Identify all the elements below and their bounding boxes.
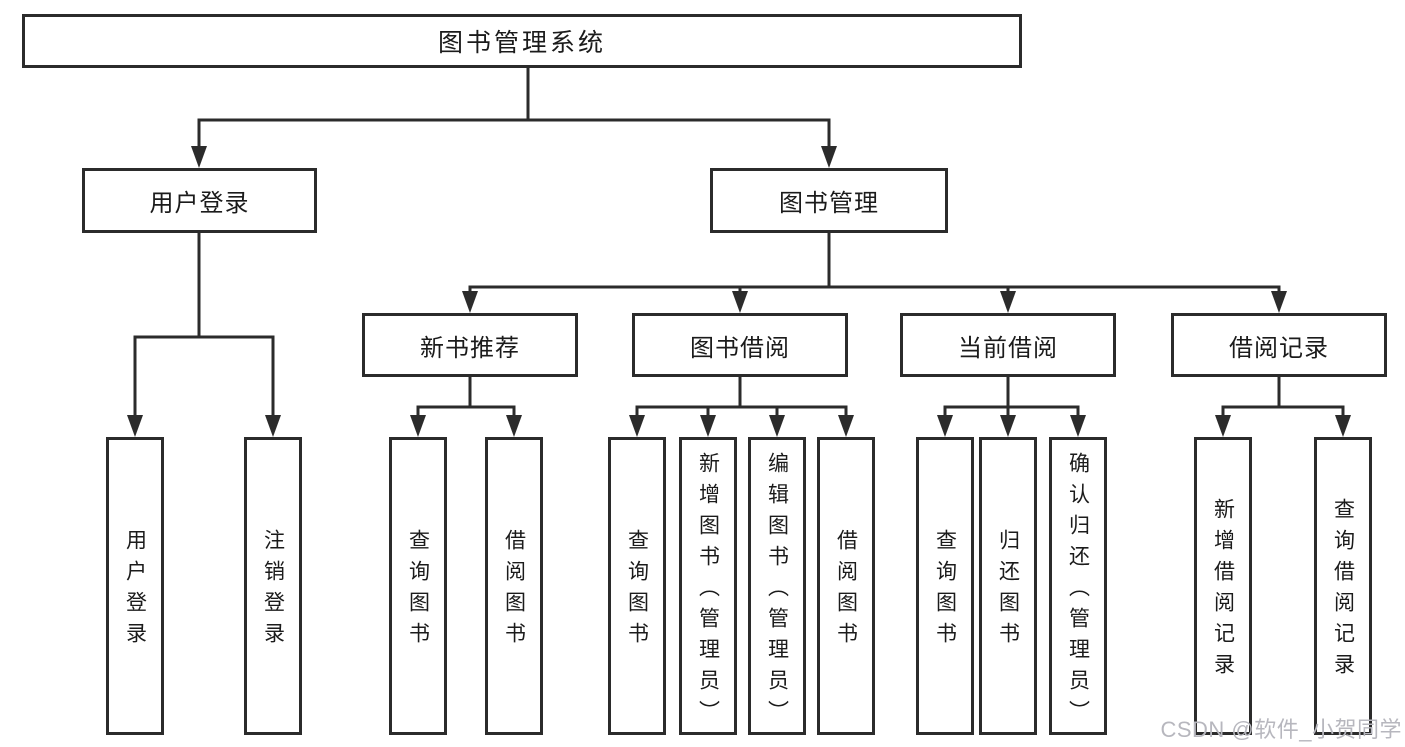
leaf-logout: 注销登录 [244, 437, 302, 735]
node-borrowing-records: 借阅记录 [1171, 313, 1387, 377]
node-book-borrowing: 图书借阅 [632, 313, 848, 377]
csdn-watermark: CSDN @软件_小贺同学 [1160, 717, 1402, 742]
connector-borrow-to-leaves [629, 377, 854, 437]
leaf-query-books-2: 查询图书 [608, 437, 666, 735]
leaf-borrow-books-2: 借阅图书 [817, 437, 875, 735]
node-new-book-recommendation: 新书推荐 [362, 313, 578, 377]
connector-management-to-level3 [462, 233, 1287, 313]
connector-newbooks-to-leaves [410, 377, 522, 437]
node-root: 图书管理系统 [22, 14, 1022, 68]
leaf-return-books: 归还图书 [979, 437, 1037, 735]
leaf-add-book-admin: 新增图书（管理员） [679, 437, 737, 735]
connector-records-to-leaves [1215, 377, 1351, 437]
leaf-borrow-books: 借阅图书 [485, 437, 543, 735]
leaf-add-borrow-record: 新增借阅记录 [1194, 437, 1252, 735]
leaf-query-borrow-record: 查询借阅记录 [1314, 437, 1372, 735]
leaf-query-books: 查询图书 [389, 437, 447, 735]
connector-root-to-level2 [191, 68, 837, 168]
leaf-edit-book-admin: 编辑图书（管理员） [748, 437, 806, 735]
connector-login-to-leaves [127, 233, 281, 437]
leaf-user-login: 用户登录 [106, 437, 164, 735]
node-user-login: 用户登录 [82, 168, 317, 233]
leaf-confirm-return-admin: 确认归还（管理员） [1049, 437, 1107, 735]
node-book-management: 图书管理 [710, 168, 948, 233]
leaf-query-books-3: 查询图书 [916, 437, 974, 735]
connector-current-to-leaves [937, 377, 1086, 437]
node-current-borrowing: 当前借阅 [900, 313, 1116, 377]
